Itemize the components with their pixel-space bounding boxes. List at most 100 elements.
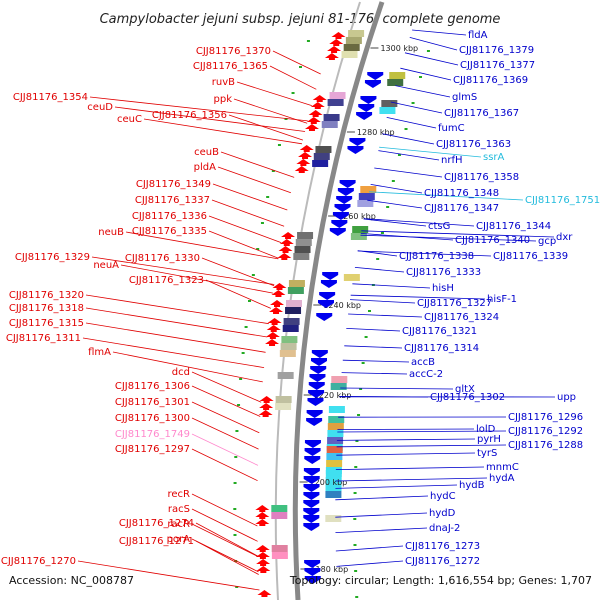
left-gene-label[interactable]: neuA	[93, 260, 119, 271]
left-gene-label[interactable]: CJJ81176_1271	[119, 536, 194, 547]
right-gene-label[interactable]: lolD	[476, 424, 496, 435]
right-gene-label[interactable]: gltX	[455, 384, 475, 395]
gc-content-tile	[330, 383, 347, 390]
right-gene-label[interactable]: hydA	[489, 473, 515, 484]
right-gene-label[interactable]: CJJ81176_1339	[493, 251, 568, 262]
left-gene-label[interactable]: CJJ81176_1336	[132, 211, 207, 222]
right-gene-label[interactable]: CJJ81176_1292	[508, 426, 583, 437]
right-gene-label[interactable]: nrfH	[441, 155, 463, 166]
left-gene-label[interactable]: CJJ81176_1301	[115, 397, 190, 408]
left-gene-label[interactable]: CJJ81176_1297	[115, 444, 190, 455]
left-gene-label[interactable]: CJJ81176_1330	[125, 253, 200, 264]
right-gene-label[interactable]: CJJ81176_1333	[406, 267, 481, 278]
leader-line	[191, 523, 259, 557]
left-gene-label[interactable]: dcd	[172, 367, 190, 378]
right-gene-label[interactable]: CJJ81176_1363	[436, 139, 511, 150]
gc-content-tile	[325, 470, 342, 477]
left-gene-label[interactable]: ceuD	[87, 102, 113, 113]
right-gene-label[interactable]: dnaJ-2	[429, 523, 460, 534]
leader-line	[191, 433, 259, 466]
left-gene-label[interactable]: CJJ81176_1356	[152, 110, 227, 121]
left-gene-label[interactable]: CJJ81176_1749	[115, 429, 190, 440]
right-gene-label[interactable]: CJJ81176_1288	[508, 440, 583, 451]
right-gene-label[interactable]: CJJ81176_1321	[402, 326, 477, 337]
left-gene-label[interactable]: CJJ81176_1365	[193, 61, 268, 72]
left-gene-label[interactable]: CJJ81176_1329	[15, 252, 90, 263]
left-gene-label[interactable]: neuB	[98, 227, 124, 238]
left-gene-label[interactable]: CJJ81176_1349	[136, 179, 211, 190]
right-gene-label[interactable]: fumC	[438, 123, 465, 134]
right-gene-label[interactable]: CJJ81176_1344	[476, 221, 551, 232]
right-gene-label[interactable]: ssrA	[483, 152, 505, 163]
left-gene-label[interactable]: CJJ81176_1323	[129, 275, 204, 286]
left-gene-label[interactable]: ceuC	[117, 114, 142, 125]
right-gene-label[interactable]: CJJ81176_1327	[417, 298, 492, 309]
left-gene-label[interactable]: ceuB	[194, 147, 219, 158]
right-gene-label[interactable]: mnmC	[486, 462, 519, 473]
left-gene-label[interactable]: ppk	[214, 94, 233, 105]
reverse-gene-arrow	[303, 484, 320, 492]
right-gene-label[interactable]: CJJ81176_1272	[405, 556, 480, 567]
left-gene-label[interactable]: porA	[167, 534, 191, 545]
right-gene-label[interactable]: hydD	[429, 508, 456, 519]
right-gene-label[interactable]: glmS	[452, 92, 477, 103]
left-gene-label[interactable]: CJJ81176_1318	[9, 303, 84, 314]
right-gene-label[interactable]: CJJ81176_1338	[399, 251, 474, 262]
marker-dot	[266, 196, 270, 198]
left-gene-label[interactable]: CJJ81176_1320	[9, 290, 84, 301]
forward-gene-arrow	[257, 590, 272, 597]
left-gene-label[interactable]: pldA	[194, 162, 216, 173]
left-gene-label[interactable]: CJJ81176_1335	[132, 226, 207, 237]
right-gene-label[interactable]: hydB	[459, 480, 485, 491]
right-gene-label[interactable]: dxr	[556, 232, 573, 243]
reverse-gene-arrow	[303, 508, 320, 516]
left-gene-label[interactable]: CJJ81176_1270	[1, 556, 76, 567]
leader-line	[233, 98, 308, 124]
leader-line	[350, 299, 416, 304]
right-gene-label[interactable]: CJJ81176_1273	[405, 541, 480, 552]
left-gene-label[interactable]: ruvB	[212, 77, 235, 88]
right-gene-label[interactable]: hisF-1	[487, 294, 517, 305]
right-gene-label[interactable]: ctsG	[428, 221, 450, 232]
left-gene-label[interactable]: CJJ81176_1306	[115, 381, 190, 392]
right-gene-label[interactable]: hisH	[432, 283, 454, 294]
right-gene-label[interactable]: CJJ81176_1377	[460, 60, 535, 71]
left-gene-label[interactable]: CJJ81176_1274	[119, 518, 194, 529]
right-gene-label[interactable]: accB	[411, 357, 435, 368]
left-gene-label[interactable]: CJJ81176_1354	[13, 92, 88, 103]
left-gene-label[interactable]: racS	[168, 504, 190, 515]
right-gene-label[interactable]: CJJ81176_1347	[424, 203, 499, 214]
gc-content-tile	[327, 430, 344, 437]
left-gene-label[interactable]: racR	[167, 519, 190, 530]
right-gene-label[interactable]: CJJ81176_1348	[424, 188, 499, 199]
right-gene-label[interactable]: CJJ81176_1379	[459, 45, 534, 56]
left-gene-label[interactable]: flmA	[88, 347, 111, 358]
right-gene-label[interactable]: hydC	[430, 491, 456, 502]
right-gene-label[interactable]: CJJ81176_1369	[453, 75, 528, 86]
right-gene-label[interactable]: upp	[557, 392, 576, 403]
right-gene-label[interactable]: accC-2	[409, 369, 443, 380]
right-gene-label[interactable]: CJJ81176_1324	[424, 312, 499, 323]
right-gene-label[interactable]: CJJ81176_1367	[444, 108, 519, 119]
gc-content-tile	[275, 396, 292, 403]
right-gene-label[interactable]: gcp	[538, 236, 556, 247]
right-gene-label[interactable]: fldA	[468, 30, 488, 41]
right-gene-label[interactable]: CJJ81176_1314	[404, 343, 479, 354]
gc-content-tile	[379, 107, 396, 114]
left-gene-label[interactable]: CJJ81176_1337	[135, 195, 210, 206]
left-gene-label[interactable]: recR	[168, 489, 191, 500]
right-gene-label[interactable]: tyrS	[477, 448, 497, 459]
reverse-gene-arrow	[339, 180, 356, 188]
left-gene-label[interactable]: CJJ81176_1311	[6, 333, 81, 344]
left-gene-label[interactable]: CJJ81176_1315	[9, 318, 84, 329]
reverse-gene-arrow	[336, 196, 353, 204]
right-gene-label[interactable]: pyrH	[477, 434, 501, 445]
right-gene-label[interactable]: CJJ81176_1340	[455, 235, 530, 246]
right-gene-label[interactable]: CJJ81176_1296	[508, 412, 583, 423]
right-gene-label[interactable]: CJJ81176_1302	[430, 392, 505, 403]
right-gene-label[interactable]: CJJ81176_1751	[525, 195, 600, 206]
left-gene-label[interactable]: CJJ81176_1370	[196, 46, 271, 57]
left-gene-label[interactable]: CJJ81176_1300	[115, 413, 190, 424]
right-gene-label[interactable]: CJJ81176_1358	[444, 172, 519, 183]
scale-tick-label: 1220 kbp	[314, 391, 352, 400]
